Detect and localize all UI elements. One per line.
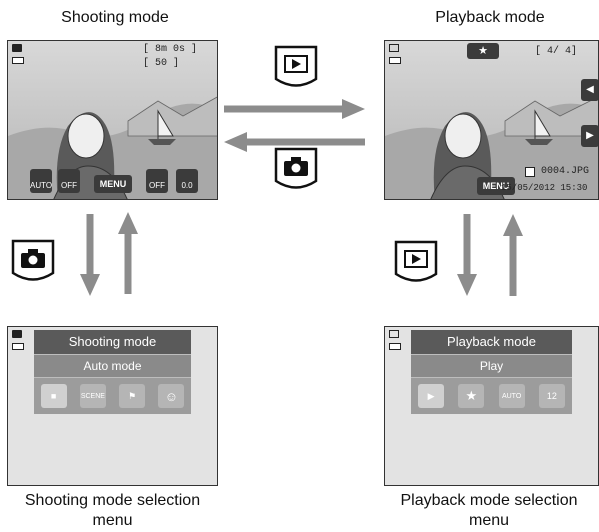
menu-title: Playback mode	[411, 330, 572, 354]
exposure-comp-button[interactable]: 0.0	[176, 169, 198, 193]
macro-button[interactable]: OFF	[146, 169, 168, 193]
shoot-button-icon[interactable]	[272, 146, 320, 196]
auto-sort-icon[interactable]: AUTO	[498, 384, 525, 408]
arrow-playback-to-shooting	[224, 132, 365, 152]
remaining-exposures: [ 50 ]	[143, 58, 180, 69]
play-icon[interactable]: ▶	[418, 384, 445, 408]
scene-icon[interactable]: SCENE	[79, 384, 106, 408]
self-timer-button[interactable]: OFF	[58, 169, 80, 193]
shooting-selection-label-line2: menu	[92, 512, 133, 529]
shooting-mode-selection-screen: Shooting mode Auto mode ■ SCENE ⚑ ☺	[7, 326, 218, 486]
camera-icon[interactable]: ■	[40, 384, 67, 408]
menu-subtitle: Play	[411, 354, 572, 377]
menu-button[interactable]: MENU	[477, 177, 515, 195]
remaining-time: [ 8m 0s ]	[143, 44, 198, 55]
menu-button[interactable]: MENU	[94, 175, 132, 193]
battery-icon	[389, 57, 401, 64]
playback-mode-selection-screen: Playback mode Play ▶ ★ AUTO 12	[384, 326, 599, 486]
shooting-mode-menu: Shooting mode Auto mode ■ SCENE ⚑ ☺	[34, 330, 191, 414]
battery-icon	[389, 343, 401, 350]
arrow-shooting-to-menu	[80, 214, 100, 296]
camera-mode-icon	[12, 330, 22, 338]
file-name: 0004.JPG	[541, 166, 590, 177]
playback-mode-icon	[389, 44, 399, 52]
shoot-button-icon[interactable]	[9, 238, 57, 288]
previous-image-button[interactable]: ◀	[581, 79, 598, 101]
menu-subtitle: Auto mode	[34, 354, 191, 377]
battery-icon	[12, 57, 24, 64]
playback-mode-icon	[389, 330, 399, 338]
arrow-shooting-to-playback	[224, 99, 365, 119]
playback-mode-menu: Playback mode Play ▶ ★ AUTO 12	[411, 330, 572, 414]
arrow-menu-to-playback	[503, 214, 523, 296]
date-icon[interactable]: 12	[538, 384, 565, 408]
flash-mode-button[interactable]: AUTO	[30, 169, 52, 193]
favorite-icon[interactable]: ★	[458, 384, 485, 408]
smile-icon[interactable]: ☺	[158, 384, 185, 408]
favorite-button[interactable]: ★	[467, 43, 499, 59]
camera-mode-icon	[12, 44, 22, 52]
playback-mode-screen: ★ [ 4/ 4] ◀ ▶ 0004.JPG MENU 15/05/2012 1…	[384, 40, 599, 200]
shooting-mode-screen: [ 8m 0s ] [ 50 ] AUTO OFF MENU OFF 0.0	[7, 40, 218, 200]
frame-counter: [ 4/ 4]	[535, 46, 578, 57]
arrow-playback-to-menu	[457, 214, 477, 296]
menu-title: Shooting mode	[34, 330, 191, 354]
arrow-menu-to-shooting	[118, 212, 138, 294]
shooting-mode-label: Shooting mode	[61, 9, 169, 26]
playback-selection-label-line1: Playback mode selection	[400, 492, 578, 509]
next-image-button[interactable]: ▶	[581, 125, 598, 147]
battery-icon	[12, 343, 24, 350]
playback-mode-label: Playback mode	[435, 9, 545, 26]
timestamp: 15/05/2012 15:30	[501, 183, 588, 193]
playback-button-icon[interactable]	[392, 239, 440, 289]
protect-icon	[525, 167, 535, 177]
menu-icon-row: ▶ ★ AUTO 12	[411, 377, 572, 414]
shooting-selection-label-line1: Shooting mode selection	[24, 492, 201, 509]
menu-icon-row: ■ SCENE ⚑ ☺	[34, 377, 191, 414]
playback-selection-label-line2: menu	[468, 512, 510, 529]
playback-button-icon[interactable]	[272, 44, 320, 94]
smart-portrait-icon[interactable]: ⚑	[119, 384, 146, 408]
